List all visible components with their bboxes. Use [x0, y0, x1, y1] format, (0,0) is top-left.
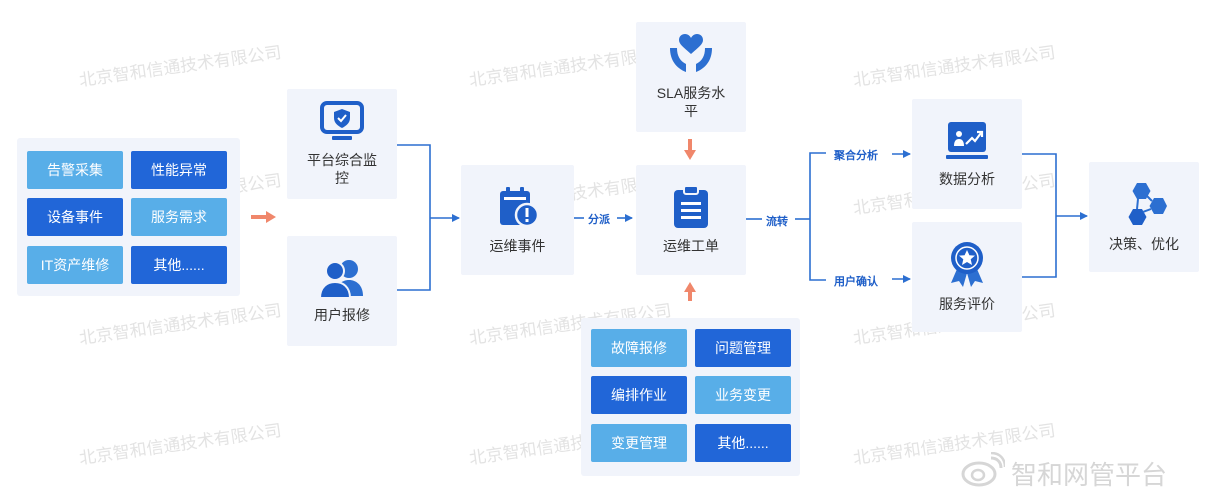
clipboard-icon — [674, 185, 708, 228]
ops-event-label: 运维事件 — [489, 238, 546, 254]
hands-heart-icon — [670, 34, 712, 72]
flow-label: 流转 — [766, 216, 788, 228]
task-chip: 问题管理 — [695, 329, 791, 367]
user-repair-node: 用户报修 — [287, 236, 397, 346]
user-repair-label: 用户报修 — [314, 307, 370, 323]
sla-label: SLA服务水平 — [656, 85, 726, 119]
source-chip: 服务需求 — [131, 198, 227, 236]
platform-monitor-node: 平台综合监控 — [287, 89, 397, 199]
task-chip: 业务变更 — [695, 376, 791, 414]
source-chip: 告警采集 — [27, 151, 123, 189]
hexagon-cluster-icon — [1128, 183, 1167, 225]
users-icon — [318, 260, 363, 298]
task-chip: 编排作业 — [591, 376, 687, 414]
event-alert-icon — [499, 187, 539, 228]
chart-board-icon — [946, 122, 988, 159]
source-chip: 设备事件 — [27, 198, 123, 236]
source-chip: 其他...... — [131, 246, 227, 284]
work-order-node: 运维工单 — [636, 165, 746, 275]
work-order-label: 运维工单 — [663, 238, 719, 254]
dispatch-label: 分派 — [588, 214, 610, 226]
task-chip: 其他...... — [695, 424, 791, 462]
platform-monitor-label: 平台综合监控 — [307, 152, 377, 186]
decision-node: 决策、优化 — [1089, 162, 1199, 272]
ops-event-node: 运维事件 — [461, 165, 574, 275]
task-chip: 故障报修 — [591, 329, 687, 367]
monitor-shield-icon — [320, 101, 364, 140]
data-analysis-label: 数据分析 — [939, 171, 995, 187]
source-chip: 性能异常 — [131, 151, 227, 189]
service-evaluation-label: 服务评价 — [939, 296, 995, 312]
weibo-logo-icon — [961, 452, 1005, 487]
task-chip: 变更管理 — [591, 424, 687, 462]
award-medal-icon — [951, 242, 983, 287]
sla-node: SLA服务水平 — [636, 22, 746, 132]
data-analysis-node: 数据分析 — [912, 99, 1022, 209]
aggregate-analysis-label: 聚合分析 — [834, 150, 878, 162]
decision-label: 决策、优化 — [1109, 236, 1179, 252]
source-chip: IT资产维修 — [27, 246, 123, 284]
service-evaluation-node: 服务评价 — [912, 222, 1022, 332]
user-confirm-label: 用户确认 — [834, 276, 878, 288]
brand-watermark: 智和网管平台 — [1011, 460, 1168, 490]
